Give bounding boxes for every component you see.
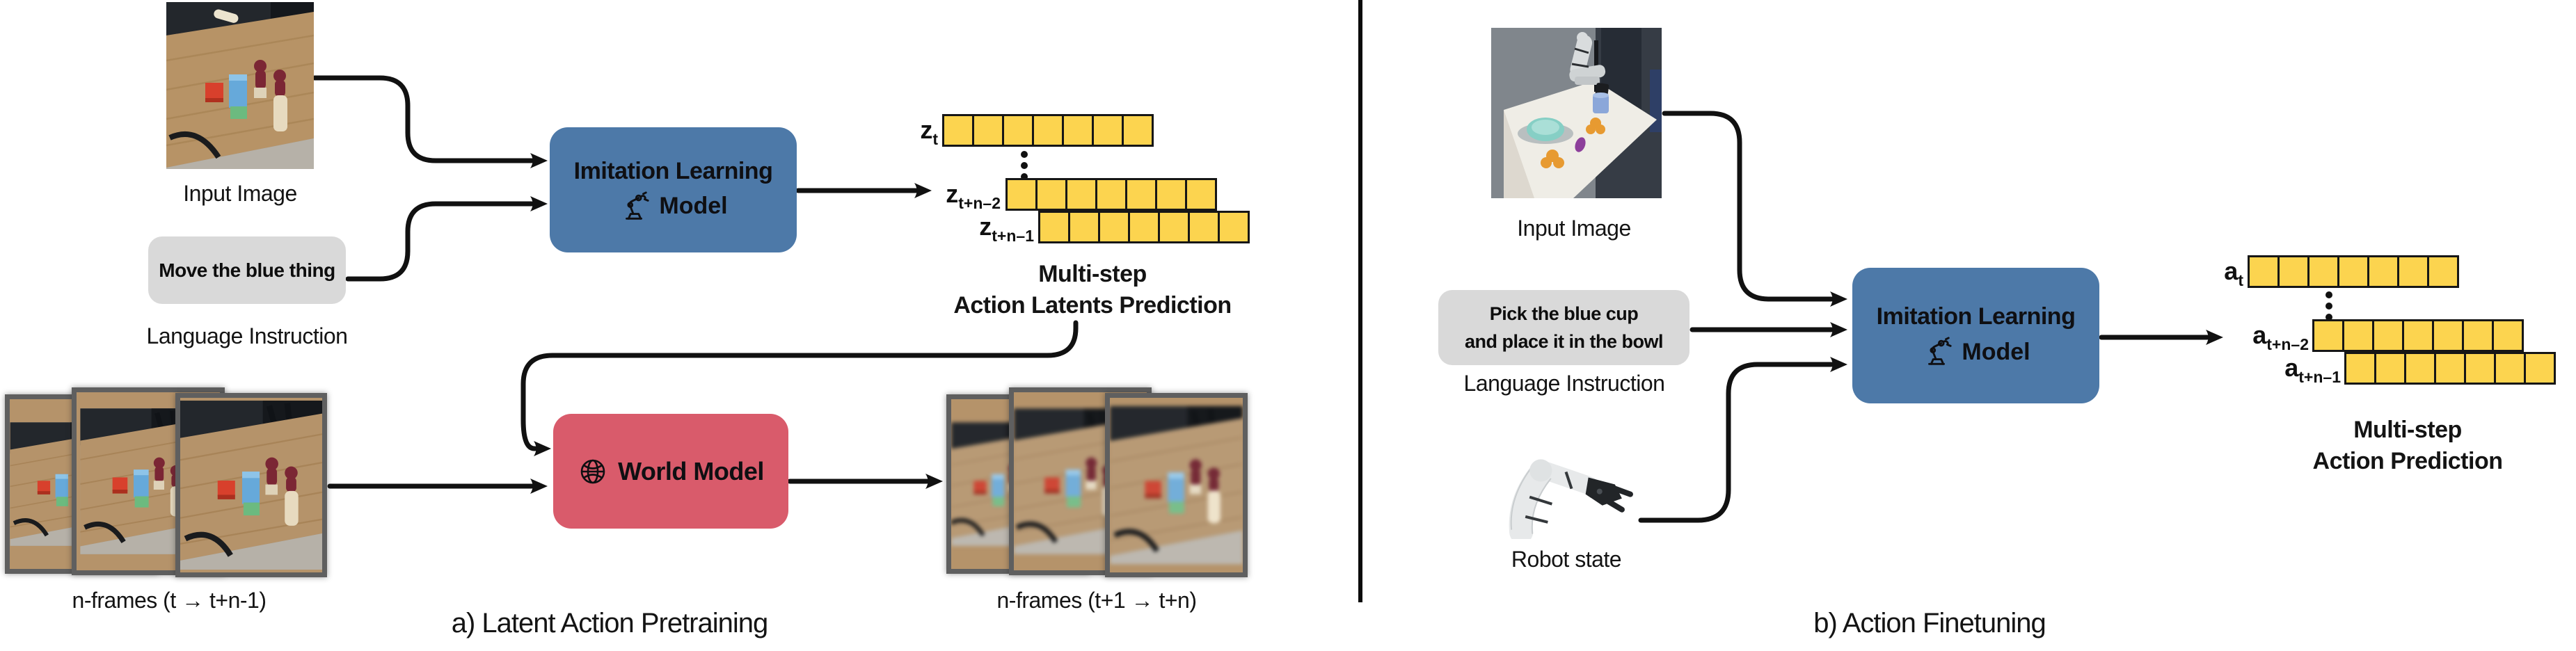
token-cell [2494,352,2526,385]
token-cell [972,114,1004,147]
frames-in-3 [175,393,327,577]
token-cell [1122,114,1154,147]
arrow-robot-to-model-b [1638,357,1847,523]
token-cell [2427,255,2459,288]
token-cell [2367,255,2399,288]
input-image-label-a: Input Image [183,181,297,206]
ellipsis-dots-a [1021,151,1028,180]
actions-prediction-caption: Multi-step Action Prediction [2312,417,2503,474]
robot-state-label: Robot state [1511,547,1622,572]
token-cell [2464,352,2496,385]
caption-a: a) Latent Action Pretraining [451,608,769,638]
instruction-text-b-line1: Pick the blue cup [1489,303,1639,324]
token-cell [1218,211,1250,243]
arrow-image-to-model-a [312,75,548,168]
language-instruction-label-b: Language Instruction [1463,371,1665,396]
token-cell [2344,352,2376,385]
token-cell [1065,178,1097,211]
token-cell [1158,211,1190,243]
token-cell [1038,211,1070,243]
token-cell [942,114,974,147]
token-cell [1005,178,1037,211]
model-label-line1-a: Imitation Learning [573,157,773,184]
imitation-learning-model-a: Imitation Learning Model [550,127,797,252]
arrow-language-to-model-a [345,196,548,282]
model-label-line2-a: Model [659,193,728,219]
token-cell [2402,319,2434,352]
action-row-atn2 [2312,319,2524,352]
language-instruction-box-a: Move the blue thing [148,236,346,304]
token-cell [1095,178,1127,211]
panel-divider [1358,0,1362,602]
action-row-at [2248,255,2459,288]
action-row-atn1 [2344,352,2556,385]
input-image-b [1491,28,1662,198]
token-cell [1002,114,1034,147]
token-cell [2307,255,2339,288]
token-cell [2524,352,2556,385]
token-cell [1185,178,1217,211]
world-model-box: World Model [553,414,788,529]
token-cell [2434,352,2466,385]
token-cell [2397,255,2429,288]
robot-state-figure [1497,417,1637,539]
action-row-label-atn1: at+n–1 [2284,353,2341,386]
token-cell [2372,319,2404,352]
caption-b: b) Action Finetuning [1813,608,2046,638]
token-cell [2337,255,2369,288]
imitation-learning-model-b: Imitation Learning Model [1852,268,2099,403]
token-cell [2277,255,2309,288]
world-model-label: World Model [618,456,764,485]
latents-prediction-caption: Multi-step Action Latents Prediction [953,261,1232,319]
latent-row-zt [942,114,1154,147]
language-instruction-box-b: Pick the blue cup and place it in the bo… [1438,290,1689,365]
token-cell [1098,211,1130,243]
token-cell [1125,178,1157,211]
language-instruction-label-a: Language Instruction [146,323,348,348]
frames-in-label: n-frames (t → t+n-1) [72,588,267,613]
arrow-image-to-model-b [1662,111,1847,307]
token-cell [2248,255,2280,288]
latent-row-label-ztn1: zt+n–1 [979,212,1034,245]
ellipsis-dots-b [2325,291,2332,321]
robot-arm-icon [626,191,649,220]
input-image-label-b: Input Image [1517,216,1631,241]
robot-arm-icon [1928,337,1952,365]
model-label-line1-b: Imitation Learning [1876,303,2076,330]
token-cell [1092,114,1124,147]
token-cell [2492,319,2524,352]
token-cell [2312,319,2344,352]
frames-out-label: n-frames (t+1 → t+n) [996,588,1197,613]
token-cell [1068,211,1100,243]
token-cell [2432,319,2464,352]
latent-row-label-zt: zt [920,115,938,148]
token-cell [1062,114,1094,147]
latent-row-ztn1 [1038,211,1250,243]
globe-icon [580,459,605,483]
latent-row-ztn2 [1005,178,1217,211]
token-cell [2404,352,2436,385]
token-cell [1032,114,1064,147]
action-row-label-atn2: at+n–2 [2252,321,2309,353]
token-cell [1188,211,1220,243]
input-image-a [166,2,314,169]
instruction-text-a: Move the blue thing [159,259,335,281]
model-label-line2-b: Model [1962,338,2030,365]
action-row-label-at: at [2224,257,2243,289]
token-cell [1155,178,1187,211]
token-cell [2342,319,2374,352]
token-cell [2374,352,2406,385]
token-cell [1128,211,1160,243]
instruction-text-b-line2: and place it in the bowl [1464,331,1664,352]
latent-row-label-ztn2: zt+n–2 [946,179,1001,212]
token-cell [2462,319,2494,352]
frames-out-3 [1105,393,1248,577]
token-cell [1035,178,1067,211]
